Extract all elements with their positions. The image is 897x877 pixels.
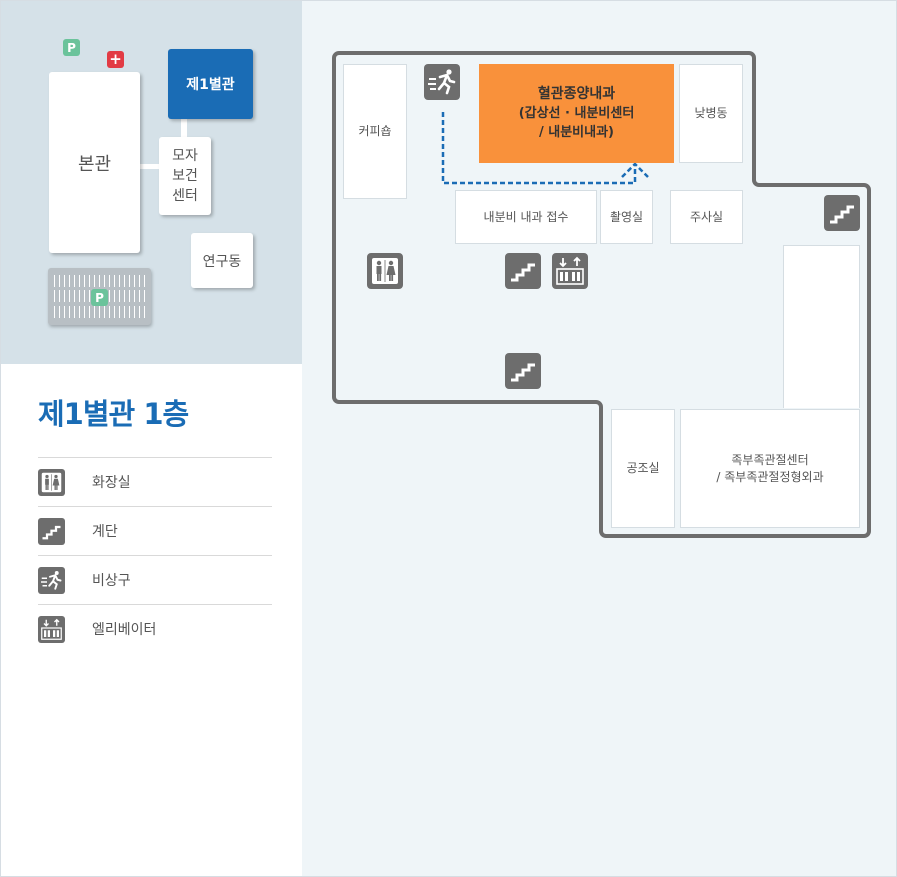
building-research[interactable]: 연구동 [191,233,253,288]
parking-icon: P [63,39,80,56]
room-vascular-oncology[interactable]: 혈관종양내과 (갑상선 · 내분비센터 / 내분비내과) [479,64,674,163]
legend-item: 화장실 [38,457,272,506]
building-annex-1[interactable]: 제1별관 [168,49,253,119]
campus-map: P + 본관 제1별관 모자 보건 센터 연구동 P [1,1,302,364]
room-hvac[interactable]: 공조실 [611,409,675,528]
room-day-ward[interactable]: 낮병동 [679,64,743,163]
connector [140,164,161,169]
parking-lot: P [48,268,151,325]
legend-item: 엘리베이터 [38,604,272,653]
room-endocrine-reception[interactable]: 내분비 내과 접수 [455,190,597,244]
elevator-icon [552,253,588,289]
hospital-cross-icon: + [107,51,124,68]
floor-title: 제1별관 1층 [38,397,189,431]
connector [181,119,187,138]
legend-label: 비상구 [92,573,131,589]
legend-label: 엘리베이터 [92,622,157,638]
room-imaging[interactable]: 촬영실 [600,190,653,244]
legend-label: 화장실 [92,475,131,491]
stairs-icon [505,353,541,389]
legend-item: 비상구 [38,555,272,604]
restroom-icon [38,468,65,496]
stairs-icon [824,195,860,231]
restroom-icon [367,253,403,289]
legend: 화장실 계단 비상구 [38,457,272,653]
stairs-icon [505,253,541,289]
room-foot-ankle-center[interactable]: 족부족관절센터 / 족부족관절정형외과 [680,409,860,528]
legend-item: 계단 [38,506,272,555]
stairs-icon [38,517,65,545]
room-coffee-shop[interactable]: 커피숍 [343,64,407,199]
room-injection[interactable]: 주사실 [670,190,743,244]
floor-plan: 커피숍 혈관종양내과 (갑상선 · 내분비센터 / 내분비내과) 낮병동 내분비… [302,1,896,876]
elevator-icon [38,615,65,643]
legend-label: 계단 [92,524,118,540]
room-corridor-east [783,245,860,408]
building-maternal-health-center[interactable]: 모자 보건 센터 [159,137,211,215]
emergency-exit-icon [38,566,65,594]
building-main[interactable]: 본관 [49,72,140,253]
emergency-exit-icon [424,64,460,100]
left-panel: P + 본관 제1별관 모자 보건 센터 연구동 P 제1별관 1층 [1,1,302,876]
parking-icon: P [91,289,108,306]
